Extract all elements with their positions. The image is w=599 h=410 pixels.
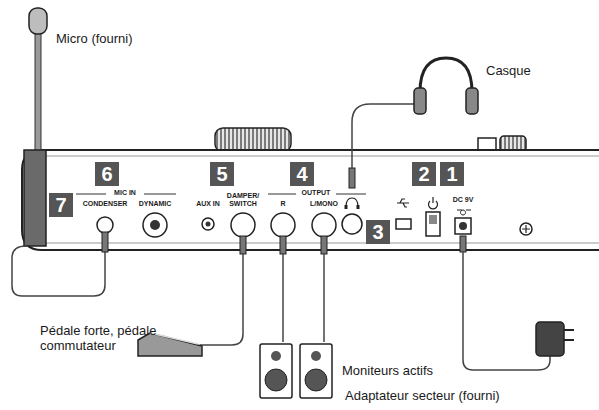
tweeter [271, 351, 281, 361]
power-switch [429, 215, 437, 224]
group-rule [336, 194, 366, 195]
screw [522, 225, 530, 233]
monitor-speaker [300, 344, 332, 398]
screw [520, 223, 532, 235]
polarity-icon [457, 210, 471, 215]
monitor-speaker [260, 344, 292, 398]
callout-number: 3 [372, 222, 383, 242]
condenser-jack [97, 217, 113, 233]
plug [240, 236, 246, 254]
panel-label: DAMPER/ SWITCH [227, 192, 259, 207]
usb-port [396, 219, 411, 229]
headphone-icon [346, 198, 358, 207]
headphone-icon [357, 205, 360, 209]
plug [460, 236, 466, 252]
group-rule [144, 194, 176, 195]
group-rule [76, 194, 106, 195]
headphone-jack [342, 214, 362, 234]
monitor-cable [282, 254, 284, 342]
ac-adapter [536, 322, 564, 356]
callout-number: 4 [296, 164, 307, 184]
panel-label: AUX IN [196, 200, 220, 208]
part-label: Micro (fourni) [56, 32, 133, 47]
monitor-cable [323, 254, 325, 342]
part-label: Moniteurs actifs [342, 364, 433, 379]
woofer [305, 369, 327, 391]
callout-box: 1 [440, 162, 464, 186]
panel-label: DYNAMIC [139, 200, 172, 208]
jack-hole [150, 220, 160, 230]
callout-box: 6 [95, 162, 119, 186]
panel-label: MIC IN [112, 189, 138, 197]
panel-label: OUTPUT [300, 189, 333, 197]
plug [349, 168, 355, 188]
output-r-jack [271, 213, 295, 237]
headphone-icon [345, 205, 348, 209]
part-label: Casque [486, 64, 531, 79]
headphones [466, 88, 478, 114]
woofer [265, 369, 287, 391]
dc-jack [459, 222, 467, 230]
callout-box: 7 [49, 193, 73, 217]
damper-jack [231, 213, 255, 237]
power-switch [426, 212, 440, 236]
mic-head [29, 8, 47, 34]
plug [280, 236, 286, 254]
mic-holder [24, 150, 46, 246]
tweeter [311, 351, 321, 361]
callout-number: 7 [55, 195, 66, 215]
callout-number: 1 [446, 164, 457, 184]
plug [321, 236, 327, 254]
callout-box: 4 [290, 162, 314, 186]
plug [102, 232, 108, 252]
mic-cable [12, 246, 105, 296]
panel-outline [22, 150, 599, 250]
panel-label: R [280, 200, 285, 208]
output-l-jack [312, 213, 336, 237]
power-icon [429, 197, 438, 209]
pedal-cable [200, 254, 243, 345]
callout-number: 6 [101, 164, 112, 184]
panel-label: L/MONO [310, 200, 338, 208]
pedal [150, 333, 198, 344]
callout-box: 3 [366, 220, 390, 244]
headphones [420, 58, 472, 92]
headphone-cable [352, 104, 414, 168]
ac-adapter-prongs [564, 330, 574, 340]
headphones [414, 88, 426, 114]
panel-label: DC 9V [453, 196, 474, 204]
part-label: Adaptateur secteur (fourni) [345, 389, 500, 404]
panel-label: CONDENSER [83, 200, 128, 208]
dynamic-jack [143, 213, 167, 237]
callout-number: 2 [418, 164, 429, 184]
callout-number: 5 [216, 164, 227, 184]
aux-jack [202, 218, 214, 230]
knob [215, 128, 291, 152]
callout-box: 5 [210, 162, 234, 186]
dc-jack [455, 218, 471, 234]
group-rule [268, 194, 296, 195]
usb-icon [397, 199, 409, 207]
callout-box: 2 [412, 162, 436, 186]
part-label: Pédale forte, pédale commutateur [40, 324, 190, 354]
jack-hole [206, 222, 211, 227]
